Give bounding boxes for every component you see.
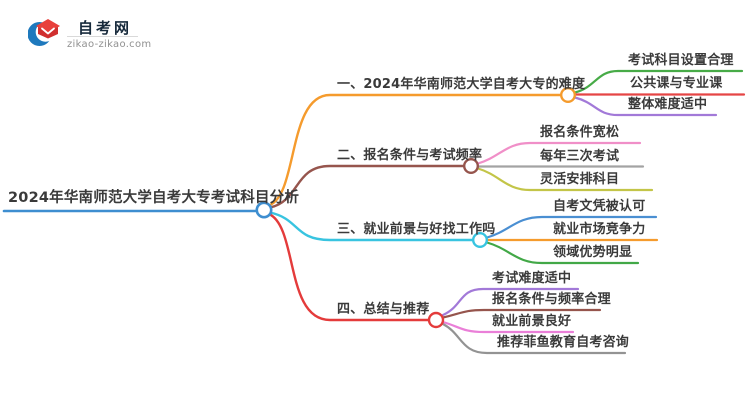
branch-4-child-3-topic[interactable]: 就业前景良好	[492, 314, 572, 329]
branch-2-child-1-line	[476, 141, 642, 165]
branch-2-child-2-topic[interactable]: 每年三次考试	[540, 149, 620, 164]
branch-4-child-3-line	[441, 320, 575, 334]
branch-1-child-3-line	[573, 96, 718, 117]
site-url: zikao-zikao.com	[67, 39, 152, 50]
branch-1-child-2-topic[interactable]: 公共课与专业课	[630, 76, 723, 91]
graduation-cap-icon	[28, 19, 60, 46]
root-node-handle[interactable]	[255, 201, 273, 219]
root-topic[interactable]: 2024年华南师范大学自考大专考试科目分析	[8, 190, 300, 206]
branch-4-child-4-line	[441, 322, 627, 355]
branch-4-child-2-topic[interactable]: 报名条件与频率合理	[492, 292, 611, 307]
branch-1-child-1-topic[interactable]: 考试科目设置合理	[628, 53, 734, 68]
branch-2-topic[interactable]: 二、报名条件与考试频率	[337, 148, 483, 163]
branch-3-topic[interactable]: 三、就业前景与好找工作吗	[337, 222, 496, 237]
branch-3-child-1-line	[485, 215, 658, 239]
branch-1-connector	[268, 93, 562, 207]
logo-divider	[67, 36, 138, 37]
branch-4-child-2-line	[441, 308, 602, 319]
branch-2-child-1-topic[interactable]: 报名条件宽松	[540, 125, 620, 140]
branch-4-node-handle[interactable]	[427, 311, 445, 329]
branch-4-topic[interactable]: 四、总结与推荐	[337, 302, 430, 317]
branch-4-child-1-topic[interactable]: 考试难度适中	[492, 271, 572, 286]
branch-2-child-3-line	[476, 167, 654, 192]
site-logo[interactable]: 自考网 zikao-zikao.com	[0, 0, 170, 60]
branch-2-connector	[268, 164, 466, 209]
branch-4-child-1-line	[441, 287, 580, 317]
branch-1-child-3-topic[interactable]: 整体难度适中	[628, 97, 708, 112]
branch-3-child-3-topic[interactable]: 领域优势明显	[553, 245, 633, 260]
branch-4-child-4-topic[interactable]: 推荐菲鱼教育自考咨询	[497, 335, 630, 350]
branch-2-node-handle[interactable]	[463, 157, 480, 174]
branch-4-connector	[267, 212, 430, 322]
site-name: 自考网	[78, 19, 133, 37]
branch-3-child-3-line	[485, 241, 640, 265]
branch-1-child-1-line	[573, 69, 744, 94]
branch-1-topic[interactable]: 一、2024年华南师范大学自考大专的难度	[337, 77, 586, 92]
branch-3-node-handle[interactable]	[472, 231, 489, 248]
branch-1-node-handle[interactable]	[560, 86, 577, 103]
branch-3-child-2-topic[interactable]: 就业市场竞争力	[553, 222, 646, 237]
branch-3-connector	[268, 211, 475, 242]
branch-3-child-1-topic[interactable]: 自考文凭被认可	[553, 199, 646, 214]
branch-2-child-3-topic[interactable]: 灵活安排科目	[540, 172, 620, 187]
